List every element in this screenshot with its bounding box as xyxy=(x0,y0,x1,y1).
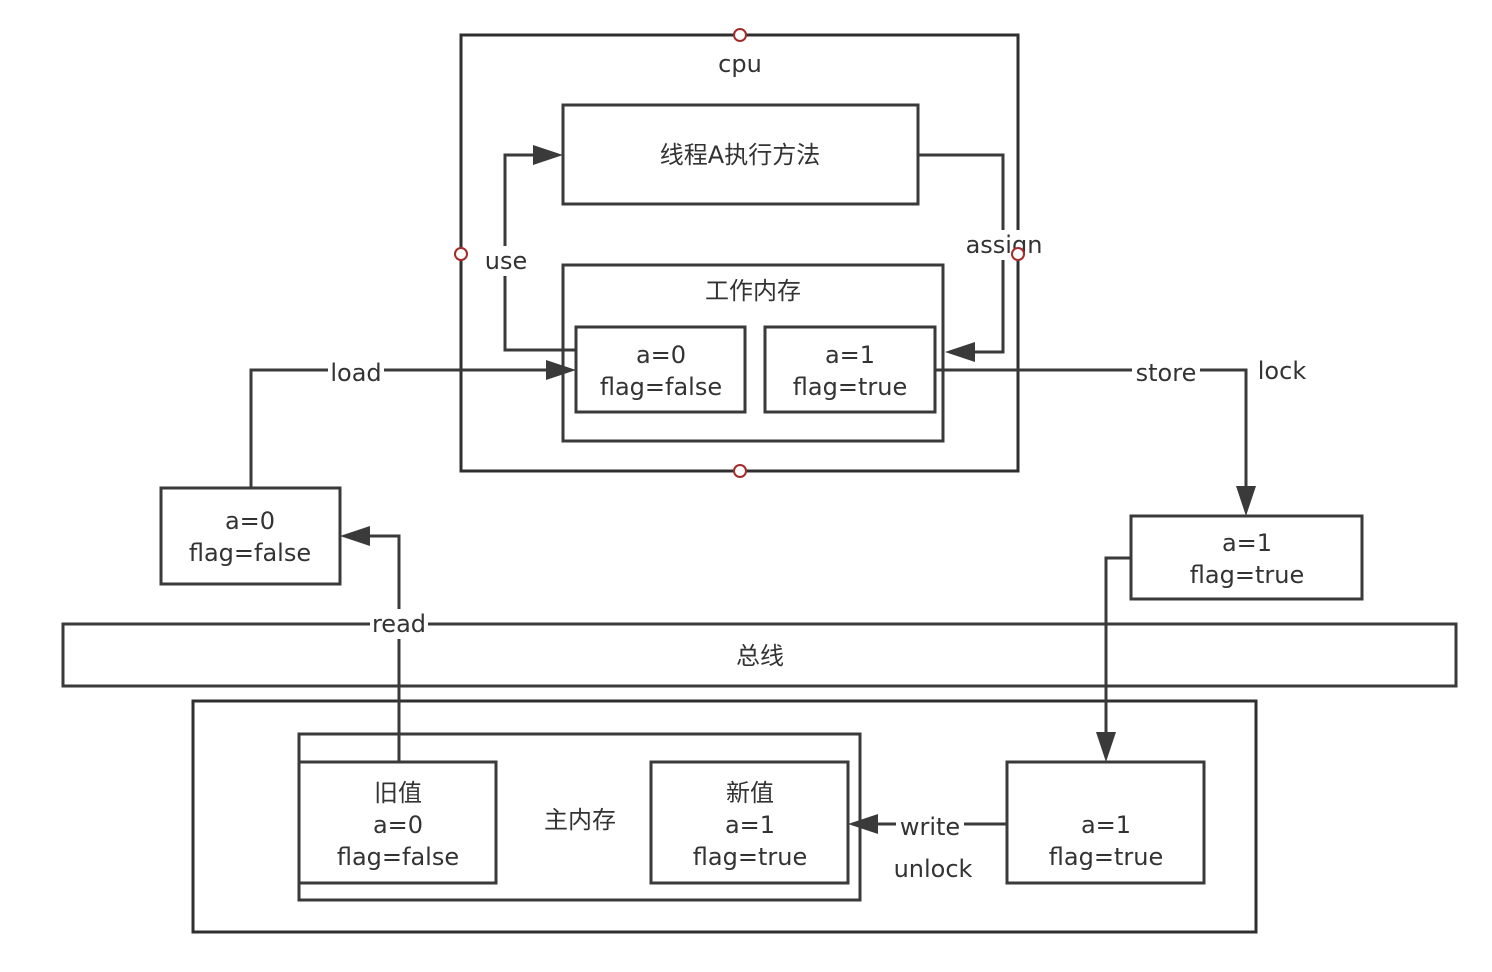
cpu-port-right xyxy=(1011,247,1025,261)
new-value-line1: a=1 xyxy=(725,811,775,839)
store-label: store xyxy=(1136,359,1197,387)
new-value-cell: 新值 a=1 flag=true xyxy=(649,760,850,885)
read-label: read xyxy=(372,610,426,638)
load-arrowhead xyxy=(546,360,576,380)
transfer-arrowhead xyxy=(1096,732,1116,762)
bus-label: 总线 xyxy=(736,642,784,670)
lock-label: lock xyxy=(1258,357,1307,385)
read-buffer-line2: flag=false xyxy=(189,539,311,567)
assign-connector: assign xyxy=(918,153,1046,362)
work-left-line2: flag=false xyxy=(600,373,722,401)
store-arrowhead xyxy=(1236,486,1256,516)
use-connector: use xyxy=(482,145,576,352)
work-left-line1: a=0 xyxy=(636,341,686,369)
read-buffer-line1: a=0 xyxy=(225,507,275,535)
use-arrowhead xyxy=(533,145,563,165)
transfer-connector xyxy=(1096,556,1131,762)
assign-label: assign xyxy=(966,231,1043,259)
work-memory-right-cell: a=1 flag=true xyxy=(763,325,937,414)
store-buffer-line1: a=1 xyxy=(1222,529,1272,557)
old-value-cell: 旧值 a=0 flag=false xyxy=(297,760,498,885)
work-memory-title: 工作内存 xyxy=(705,277,801,305)
main-memory-frame xyxy=(191,699,1258,934)
load-connector: load xyxy=(249,356,576,488)
cpu-port-bottom xyxy=(733,464,747,478)
read-connector: read xyxy=(340,526,428,762)
write-buffer-box: a=1 flag=true xyxy=(1005,760,1206,885)
store-buffer-line2: flag=true xyxy=(1190,561,1304,589)
old-value-line2: flag=false xyxy=(337,843,459,871)
thread-label: 线程A执行方法 xyxy=(660,141,820,169)
work-right-line2: flag=true xyxy=(793,373,907,401)
cpu-port-left xyxy=(454,247,468,261)
store-buffer-box: a=1 flag=true xyxy=(1129,514,1364,601)
new-value-line2: flag=true xyxy=(693,843,807,871)
main-memory-title: 主内存 xyxy=(544,806,616,834)
assign-arrowhead xyxy=(945,342,975,362)
read-arrowhead xyxy=(340,526,370,546)
thread-box: 线程A执行方法 xyxy=(561,103,920,206)
work-memory-left-cell: a=0 flag=false xyxy=(574,325,747,414)
write-buffer-line1: a=1 xyxy=(1081,811,1131,839)
cpu-port-top xyxy=(733,28,747,42)
new-value-title: 新值 xyxy=(726,779,774,807)
bus: 总线 xyxy=(61,622,1458,688)
write-label: write xyxy=(900,813,960,841)
cpu-label: cpu xyxy=(718,50,762,78)
write-connector: write unlock xyxy=(848,811,1007,883)
work-right-line1: a=1 xyxy=(825,341,875,369)
read-buffer-box: a=0 flag=false xyxy=(159,486,342,586)
write-buffer-line2: flag=true xyxy=(1049,843,1163,871)
use-label: use xyxy=(485,247,527,275)
write-arrowhead xyxy=(848,814,878,834)
load-label: load xyxy=(330,359,381,387)
store-connector: store lock xyxy=(935,357,1306,516)
unlock-label: unlock xyxy=(894,855,973,883)
old-value-title: 旧值 xyxy=(374,779,422,807)
old-value-line1: a=0 xyxy=(373,811,423,839)
